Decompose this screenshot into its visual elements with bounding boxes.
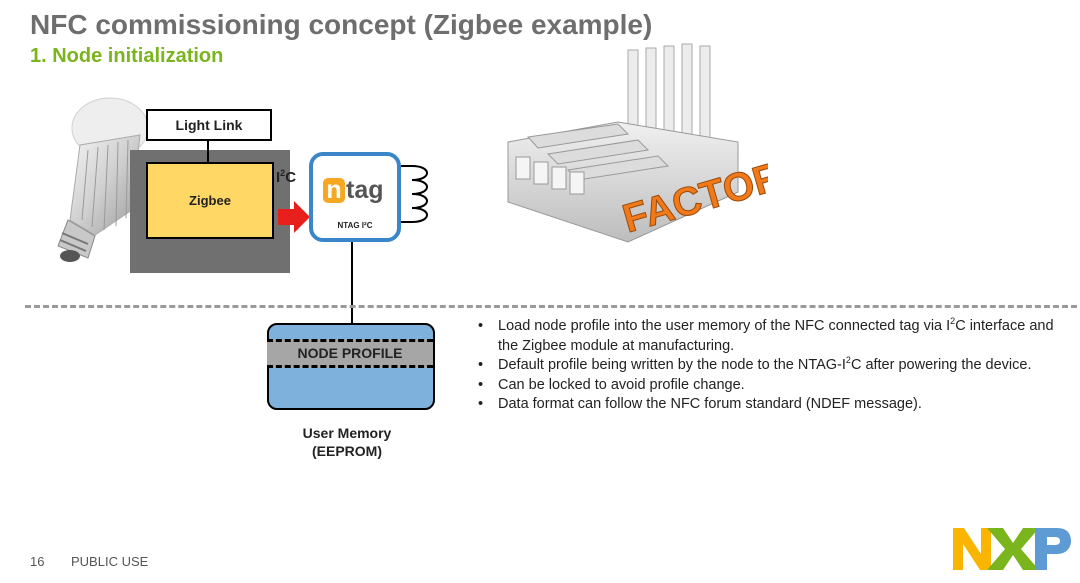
light-link-connector xyxy=(207,141,209,162)
bullet-sup: 2 xyxy=(845,355,851,366)
bullet-text: Data format can follow the NFC forum sta… xyxy=(498,396,922,412)
ntag-logo-text: tag xyxy=(346,176,384,204)
nxp-logo xyxy=(953,528,1071,570)
factory-image: FACTORY xyxy=(507,43,768,243)
page-number: 16 xyxy=(30,554,45,569)
antenna-coil-icon xyxy=(401,165,428,223)
bullet-item: Data format can follow the NFC forum sta… xyxy=(478,395,1058,415)
i2c-label-i: I xyxy=(276,169,281,186)
i2c-label-sup: 2 xyxy=(280,168,286,178)
ntag-memory-connector xyxy=(351,242,353,325)
i2c-arrow-icon xyxy=(278,201,310,233)
user-memory-label: User Memory (EEPROM) xyxy=(290,424,404,460)
bullet-text-post: C after powering the device. xyxy=(850,357,1032,373)
user-memory-label-line1: User Memory xyxy=(302,425,392,441)
section-divider xyxy=(25,305,1077,308)
ntag-logo-n: n xyxy=(323,178,345,203)
user-memory-label-line2: (EEPROM) xyxy=(312,443,382,459)
bullet-sup: 2 xyxy=(950,316,956,327)
node-profile-block: NODE PROFILE xyxy=(267,339,433,368)
bullet-text: Default profile being written by the nod… xyxy=(498,357,846,373)
bullet-list: Load node profile into the user memory o… xyxy=(478,317,1058,415)
bullet-text: Load node profile into the user memory o… xyxy=(498,318,951,334)
bullet-text: Can be locked to avoid profile change. xyxy=(498,376,745,393)
slide-subtitle: 1. Node initialization xyxy=(30,45,224,67)
slide-title: NFC commissioning concept (Zigbee exampl… xyxy=(30,9,653,40)
bullet-text-post: C interface and the Zigbee module at man… xyxy=(498,318,1054,354)
bullet-item: Can be locked to avoid profile change. xyxy=(478,376,1058,396)
ntag-chip-label: NTAG I²C xyxy=(337,221,373,230)
zigbee-module: Zigbee xyxy=(146,162,274,239)
bullet-item: Default profile being written by the nod… xyxy=(478,356,1058,376)
light-bulb-image xyxy=(57,97,149,262)
bullet-item: Load node profile into the user memory o… xyxy=(478,317,1058,356)
classification-label: PUBLIC USE xyxy=(71,554,149,569)
i2c-label: I2C xyxy=(276,168,296,186)
light-link-box: Light Link xyxy=(146,109,272,141)
i2c-label-c: C xyxy=(285,169,297,186)
